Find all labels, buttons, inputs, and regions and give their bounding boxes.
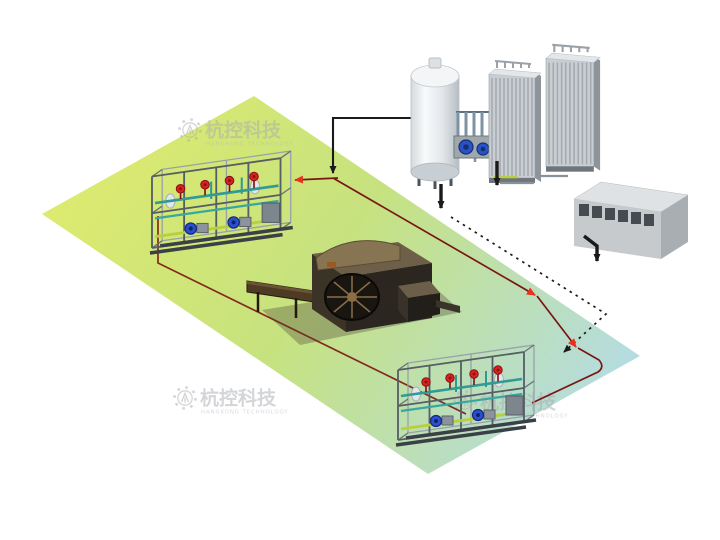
cryogenic-storage-tank xyxy=(410,57,477,189)
vaporizer-pipe xyxy=(500,174,568,185)
building-outlet-arrow xyxy=(582,234,601,262)
central-machine xyxy=(246,240,462,345)
control-building xyxy=(573,181,689,259)
circulation-line-main-2 xyxy=(536,295,577,348)
building-windows xyxy=(579,204,654,226)
ambient-vaporizer-2 xyxy=(544,43,602,173)
machine-accent xyxy=(327,262,336,267)
coiler-spokes xyxy=(327,276,377,318)
coiler-hub xyxy=(347,292,357,302)
building-side-face xyxy=(661,195,688,259)
tank-feed-line xyxy=(329,116,412,174)
circulation-loop xyxy=(294,175,603,404)
watermark-bottom-left xyxy=(173,385,290,417)
tank-top-fitting xyxy=(428,57,442,69)
circulation-line-main xyxy=(332,177,536,296)
circulation-return-line xyxy=(157,216,467,415)
circulation-line-to-skid2 xyxy=(531,347,603,404)
machine-hood xyxy=(315,240,401,271)
machine-arm-legs xyxy=(256,292,298,318)
pump-tubes xyxy=(456,112,492,136)
machine-discharge-arm xyxy=(436,300,460,313)
gas-supply-dashed-line xyxy=(450,216,608,353)
pump-eye xyxy=(480,146,486,152)
machine-aux-top xyxy=(398,281,440,298)
pump-eye xyxy=(463,144,469,150)
circulation-line-to-skid1 xyxy=(294,175,339,184)
machine-aux-front xyxy=(408,293,440,322)
tank-bottom-cap xyxy=(410,162,460,182)
machine-aux-left xyxy=(398,286,408,322)
tank-shell xyxy=(410,75,460,173)
